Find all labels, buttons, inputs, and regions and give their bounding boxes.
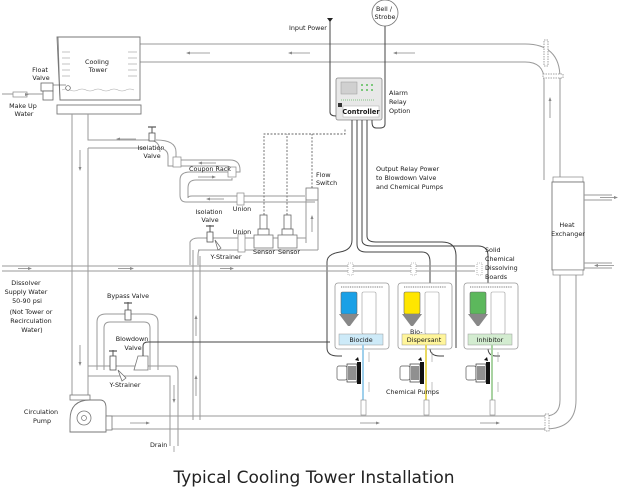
chemical-hopper [340,291,358,315]
bypass-loop [96,302,159,370]
make-up-water-label: Make Up Water [9,102,39,118]
union-top-label: Union [233,205,251,213]
supply-pipe-bottom [105,250,577,432]
circulation-pump [69,394,113,433]
chemical-pump [465,357,490,384]
injection-fitting [360,399,367,416]
chemical-hopper [469,291,487,315]
union-bottom-label: Union [233,228,251,236]
bio-prefix-label: Bio- [410,328,423,336]
output-relay-label: Output Relay Power to Blowdown Valve and… [376,165,444,191]
flow-switch-label: Flow Switch [316,171,337,187]
bell-strobe-label: Bell / Strobe [375,5,396,21]
output-relay-wires [326,120,500,357]
float-valve [2,82,54,101]
input-power-wire [327,18,337,117]
not-tower-water-label: (Not Tower or Recirculation Water) [10,308,55,334]
coupon-rack-label: Coupon Rack [189,165,231,173]
chemical-pumps-label: Chemical Pumps [386,388,440,396]
return-pipe-top [140,39,564,180]
flow-arrow [186,51,552,118]
flow-switch [305,187,319,250]
hopper-funnel [339,314,359,326]
chemical-board-inhibitor: Inhibitor [463,262,519,416]
drain-label: Drain [150,441,167,449]
mixing-chamber [424,291,440,335]
chemical-label-box [338,333,384,346]
controller [335,77,383,121]
hopper-funnel [468,314,488,326]
isolation-valve-mid-label: Isolation Valve [195,208,224,224]
chemical-name-label: Biocide [349,336,372,344]
heat-exchanger [551,176,618,276]
dissolver-supply-pipe [2,265,475,272]
mixing-chamber [490,291,506,335]
alarm-relay-label: Alarm Relay Option [389,89,410,115]
coupon-rack [155,139,241,198]
chemical-pump [336,357,361,384]
cooling-tower [50,36,142,115]
sensor-cables [263,128,346,215]
chemical-boards: Biocide Dispersant Inhibitor [334,262,519,416]
chemical-label-box [467,333,513,346]
bell-strobe [371,0,399,129]
heat-exchanger-label: Heat Exchanger [551,221,585,238]
blowdown-valve-label: Blowdown Valve [116,335,151,352]
sensor-2-label: Sensor [278,248,300,256]
sample-return-pipe [179,192,315,206]
feed-fitting [347,262,354,276]
y-strainer-mid-label: Y-Strainer [210,253,242,261]
controller-label: Controller [342,108,380,116]
injection-fitting [423,399,430,416]
diagram-title: Typical Cooling Tower Installation [172,468,454,488]
chemical-hopper [403,291,421,315]
blowdown-assembly [88,341,330,452]
feed-fitting [410,262,417,276]
chemical-name-label: Inhibitor [477,336,504,344]
chemical-board-biocide: Biocide [334,262,390,416]
chemical-name-label: Dispersant [407,336,442,344]
hopper-funnel [402,314,422,326]
chemical-label-box [401,333,447,346]
solid-chemical-label: Solid Chemical Dissolving Boards [485,246,520,281]
cooling-tower-label: Cooling Tower [85,58,111,74]
chemical-pump [399,357,424,384]
float-valve-label: Float Valve [32,66,50,82]
bypass-valve-label: Bypass Valve [107,292,149,300]
dissolver-supply-label: Dissolver Supply Water 50-90 psi [5,279,50,305]
isolation-valve-top [148,126,156,142]
input-power-label: Input Power [289,24,327,32]
circulation-pump-label: Circulation Pump [24,408,60,425]
isolation-valve-top-label: Isolation Valve [137,144,166,160]
injection-fitting [489,399,496,416]
sensor-1 [253,214,274,249]
sensor-1-label: Sensor [253,248,275,256]
mixing-chamber [361,291,377,335]
isolation-valve-mid [206,225,222,251]
feed-fitting [476,262,483,276]
y-strainer-bottom-label: Y-Strainer [109,381,141,389]
chemical-board-dispersant: Dispersant [397,262,453,416]
sensor-2 [277,214,298,249]
